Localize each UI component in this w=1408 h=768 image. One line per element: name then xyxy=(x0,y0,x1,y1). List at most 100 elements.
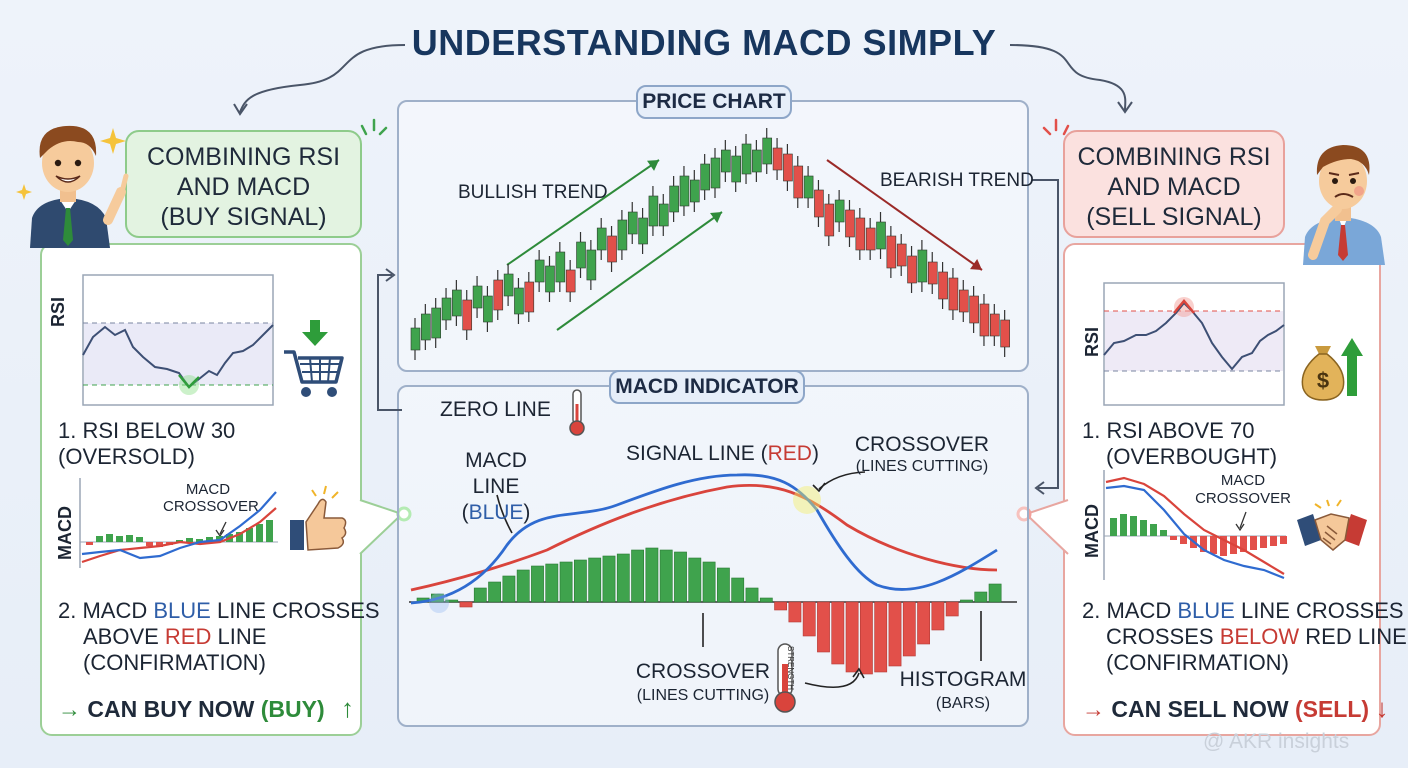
buy-step2-l1-suffix: LINE CROSSES xyxy=(210,598,380,623)
candlestick xyxy=(783,144,793,191)
candlestick xyxy=(617,210,628,260)
candlestick xyxy=(493,270,504,320)
candlestick xyxy=(586,240,597,290)
candlestick xyxy=(958,280,969,322)
histogram-bar xyxy=(559,561,573,603)
price-chart-tag: PRICE CHART xyxy=(636,85,792,119)
signal-line-label: SIGNAL LINE (RED) xyxy=(626,442,819,466)
buy-step1-line1: 1. RSI BELOW 30 xyxy=(58,418,236,443)
sell-step2: 2. MACD BLUE LINE CROSSES CROSSES BELOW … xyxy=(1082,598,1407,676)
histogram-bar xyxy=(731,577,745,603)
histogram-bar xyxy=(874,601,888,673)
buy-step2-l2-prefix: ABOVE xyxy=(83,624,165,649)
macd-chart xyxy=(409,471,1017,689)
buy-histogram-bar xyxy=(156,542,163,547)
buy-step2: 2. MACD BLUE LINE CROSSES ABOVE RED LINE… xyxy=(58,598,380,676)
sell-histogram-bar xyxy=(1200,536,1207,552)
buy-histogram-bar xyxy=(256,524,263,542)
sell-crossover-line2: CROSSOVER xyxy=(1195,490,1291,507)
candlestick xyxy=(607,226,617,272)
candlestick xyxy=(462,290,473,340)
sell-step1: 1. RSI ABOVE 70 (OVERBOUGHT) xyxy=(1082,418,1277,470)
histogram-bar xyxy=(931,601,945,631)
candlestick xyxy=(762,128,773,174)
sell-histogram-bar xyxy=(1130,516,1137,536)
candlestick xyxy=(710,148,721,198)
candlestick xyxy=(472,276,483,318)
sell-macd-crossover-label: MACD CROSSOVER xyxy=(1188,472,1298,508)
cart-down-icon xyxy=(284,320,344,397)
sell-histogram-bar xyxy=(1220,536,1227,556)
sell-rsi-axis: RSI xyxy=(1082,326,1102,357)
sell-action-tag: (SELL) xyxy=(1294,696,1370,722)
buy-action: → CAN BUY NOW (BUY) ↑ xyxy=(58,693,354,724)
candlestick xyxy=(483,286,493,332)
candlestick xyxy=(1000,310,1010,357)
buy-histogram-bar xyxy=(236,532,243,542)
buy-histogram-bar xyxy=(196,539,203,542)
crossover-glow-bottom xyxy=(429,593,449,613)
sell-header-line3: (SELL SIGNAL) xyxy=(1086,203,1262,231)
candlestick xyxy=(793,156,804,208)
candlestick xyxy=(679,166,690,216)
histogram-bar xyxy=(945,601,959,617)
histogram-bar xyxy=(988,583,1002,603)
handshake-icon xyxy=(1297,499,1367,551)
candlestick xyxy=(969,286,979,333)
buy-step2-l3: (CONFIRMATION) xyxy=(83,650,266,675)
candlestick xyxy=(545,256,555,302)
macd-tag: MACD INDICATOR xyxy=(609,370,805,404)
page-title: UNDERSTANDING MACD SIMPLY xyxy=(411,22,997,63)
buy-callout-pointer xyxy=(359,499,412,555)
candlestick xyxy=(576,232,586,278)
sparkle-lines-left xyxy=(360,118,388,136)
buy-rsi-chart xyxy=(82,274,274,406)
sell-step2-l1-blue: BLUE xyxy=(1177,598,1235,623)
crossover-bottom-label: CROSSOVER (LINES CUTTING) xyxy=(628,660,778,708)
sell-histogram-bar xyxy=(1260,536,1267,548)
buy-macd-crossover-label: MACD CROSSOVER xyxy=(163,481,259,515)
histogram-bar xyxy=(688,557,702,603)
sell-header-line2: AND MACD xyxy=(1107,173,1241,201)
buy-step1: 1. RSI BELOW 30 (OVERSOLD) xyxy=(58,418,235,470)
candlestick xyxy=(990,304,1000,346)
candlestick xyxy=(938,262,948,309)
down-arrow-icon: ↓ xyxy=(1375,693,1389,723)
zero-line-label: ZERO LINE xyxy=(440,398,551,421)
buy-crossover-line2: CROSSOVER xyxy=(163,498,259,515)
sell-action: → CAN SELL NOW (SELL) ↓ xyxy=(1082,693,1388,724)
buy-histogram-bar xyxy=(146,542,153,546)
buy-macd-axis: MACD xyxy=(55,506,75,560)
candlestick xyxy=(927,252,938,294)
zero-line-connector xyxy=(377,268,402,411)
candlestick xyxy=(907,246,917,293)
crossover-top-label: CROSSOVER (LINES CUTTING) xyxy=(852,434,992,478)
sell-step2-l2-red: BELOW xyxy=(1219,624,1300,649)
strength-pointer xyxy=(804,672,860,689)
sell-histogram-bar xyxy=(1120,514,1127,536)
strength-pointer-head xyxy=(852,667,865,679)
histogram-bar xyxy=(974,591,988,603)
buy-histogram-bar xyxy=(116,536,123,542)
histogram-bar xyxy=(631,549,644,603)
candlestick xyxy=(441,288,452,330)
sell-step2-l1-prefix: 2. MACD xyxy=(1082,598,1178,623)
price-chart-panel xyxy=(397,100,1029,372)
histogram-text: HISTOGRAM xyxy=(899,668,1027,691)
sell-header-line1: COMBINING RSI xyxy=(1077,143,1271,171)
candlestick xyxy=(421,304,431,350)
candlestick xyxy=(845,200,855,247)
candlestick xyxy=(534,250,545,292)
candlestick xyxy=(803,166,814,208)
macd-line-color-open: ( xyxy=(461,501,469,524)
candlestick xyxy=(865,218,876,260)
sell-histogram-bar xyxy=(1150,524,1157,536)
buy-histogram-bar xyxy=(136,537,143,542)
histogram-label: HISTOGRAM (BARS) xyxy=(898,668,1028,716)
buy-header-line2: AND MACD xyxy=(176,173,311,201)
candlestick xyxy=(772,138,783,180)
candlestick xyxy=(948,268,959,320)
histogram-bar xyxy=(817,601,830,653)
buy-histogram-bar xyxy=(126,535,133,542)
histogram-bar xyxy=(902,601,916,657)
